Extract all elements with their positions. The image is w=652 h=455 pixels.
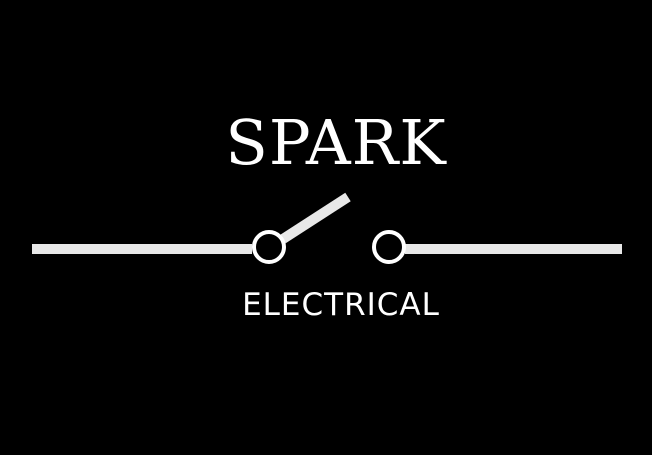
switch-lever	[280, 192, 351, 244]
right-terminal	[372, 230, 406, 264]
brand-name: SPARK	[225, 106, 447, 179]
brand-tagline: ELECTRICAL	[242, 287, 440, 323]
left-terminal	[252, 230, 286, 264]
